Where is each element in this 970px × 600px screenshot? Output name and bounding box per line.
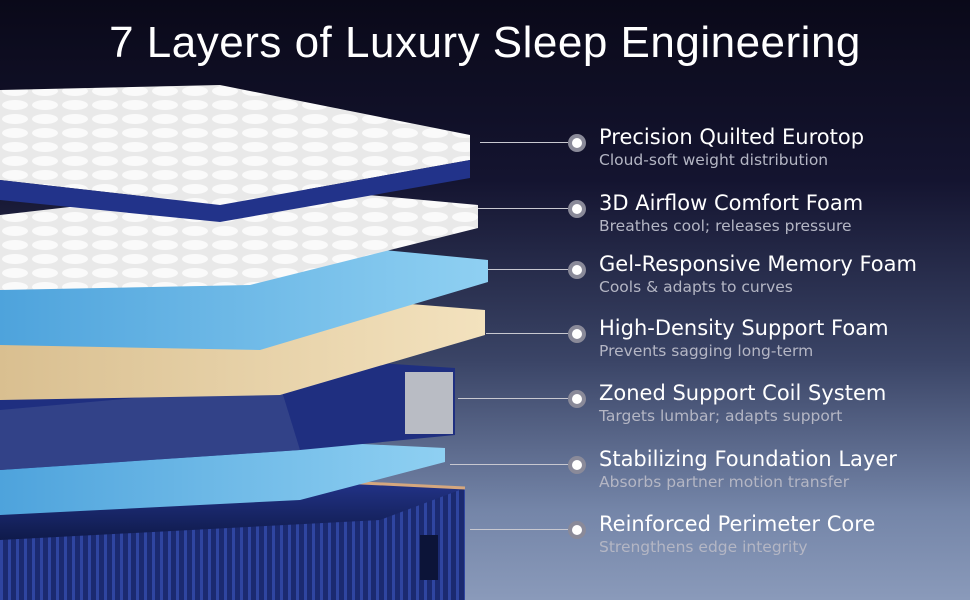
bullet-icon bbox=[568, 261, 586, 279]
leader-line bbox=[470, 529, 568, 530]
feature-title: Reinforced Perimeter Core bbox=[599, 512, 876, 536]
feature-description: Cloud-soft weight distribution bbox=[599, 151, 829, 169]
feature-title: High-Density Support Foam bbox=[599, 316, 889, 340]
leader-line bbox=[486, 333, 568, 334]
page-title: 7 Layers of Luxury Sleep Engineering bbox=[109, 18, 861, 67]
bullet-icon bbox=[568, 200, 586, 218]
leader-line bbox=[458, 398, 568, 399]
feature-title: Gel-Responsive Memory Foam bbox=[599, 252, 917, 276]
leader-line bbox=[488, 269, 568, 270]
feature-description: Prevents sagging long-term bbox=[599, 342, 814, 360]
bullet-icon bbox=[568, 456, 586, 474]
feature-title: Stabilizing Foundation Layer bbox=[599, 447, 897, 471]
leader-line bbox=[478, 208, 568, 209]
leader-line bbox=[480, 142, 568, 143]
feature-title: Precision Quilted Eurotop bbox=[599, 125, 865, 149]
feature-description: Cools & adapts to curves bbox=[599, 278, 793, 296]
leader-line bbox=[450, 464, 568, 465]
bullet-icon bbox=[568, 390, 586, 408]
bullet-icon bbox=[568, 325, 586, 343]
feature-title: Zoned Support Coil System bbox=[599, 381, 887, 405]
layer-eurotop bbox=[0, 85, 470, 222]
feature-title: 3D Airflow Comfort Foam bbox=[599, 191, 864, 215]
feature-description: Strengthens edge integrity bbox=[599, 538, 808, 556]
bullet-icon bbox=[568, 521, 586, 539]
feature-description: Absorbs partner motion transfer bbox=[599, 473, 850, 491]
bullet-icon bbox=[568, 134, 586, 152]
feature-description: Targets lumbar; adapts support bbox=[599, 407, 843, 425]
feature-description: Breathes cool; releases pressure bbox=[599, 217, 852, 235]
